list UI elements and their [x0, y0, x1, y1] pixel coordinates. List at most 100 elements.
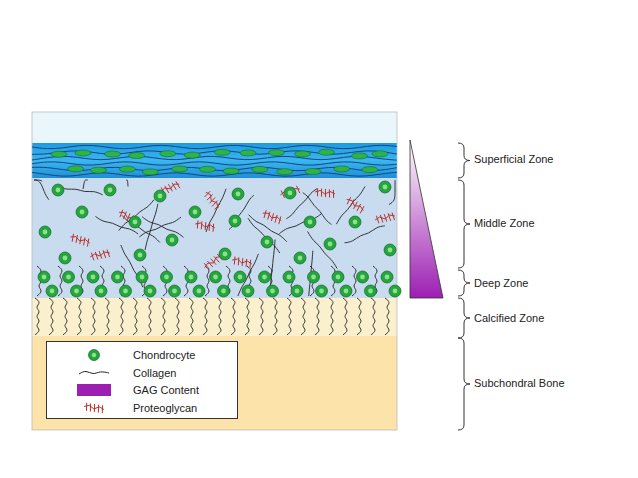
collagen-fiber [279, 214, 321, 234]
chondrocyte-body [87, 271, 99, 283]
chondrocyte-body [59, 252, 71, 264]
flattened-chondrocyte [51, 151, 67, 157]
collagen-fiber [32, 172, 397, 176]
chondrocyte-body [283, 271, 295, 283]
legend-text: GAG Content [133, 383, 199, 397]
chondrocyte [349, 216, 361, 228]
collagen-sample [79, 371, 109, 374]
calcified-fiber [371, 298, 375, 335]
zone-label: Superficial Zone [474, 153, 554, 166]
chondrocyte [381, 271, 393, 283]
chondrocyte [39, 226, 51, 238]
chondrocyte-body [381, 271, 393, 283]
chondrocyte-nucleus [189, 275, 194, 280]
chondrocyte [120, 285, 132, 297]
chondrocyte-body [189, 206, 201, 218]
chondrocyte-nucleus [197, 289, 202, 294]
zone-label: Deep Zone [474, 277, 528, 290]
chondrocyte-nucleus [80, 210, 85, 215]
flattened-chondrocyte [240, 150, 256, 156]
flattened-chondrocyte [223, 168, 239, 174]
calcified-fiber [161, 298, 165, 335]
collagen-fiber [344, 226, 384, 243]
chondrocyte-nucleus [344, 289, 349, 294]
chondrocyte-nucleus [270, 289, 275, 294]
chondrocyte [218, 285, 230, 297]
chondrocyte-nucleus [164, 275, 169, 280]
chondrocyte [38, 271, 50, 283]
chondrocyte-nucleus [265, 240, 270, 245]
calcified-fiber [77, 298, 81, 335]
chondrocyte-body [120, 285, 132, 297]
chondrocyte [210, 271, 222, 283]
chondrocyte-nucleus [319, 289, 324, 294]
flattened-chondrocyte [172, 166, 188, 172]
chondrocyte-body [384, 244, 396, 256]
proteoglycan [195, 221, 215, 232]
proteoglycan [205, 191, 221, 209]
chondrocyte [136, 271, 148, 283]
chondrocyte [169, 285, 181, 297]
chondrocyte-body [71, 285, 83, 297]
chondrocyte-nucleus [123, 289, 128, 294]
zone-bracket [458, 338, 470, 430]
chondrocyte-nucleus [172, 289, 177, 294]
chondrocyte-body [284, 187, 296, 199]
chondrocyte-body [259, 271, 271, 283]
chondrocyte-nucleus [393, 289, 398, 294]
chondrocyte [389, 285, 401, 297]
joint-space [32, 112, 397, 143]
middle-deep-band [32, 178, 397, 298]
flattened-chondrocyte [160, 151, 176, 157]
flattened-chondrocyte [75, 150, 91, 156]
collagen-fiber [126, 180, 128, 187]
chondrocyte-nucleus [63, 256, 68, 261]
chondrocyte [365, 285, 377, 297]
chondrocyte-body [357, 271, 369, 283]
chondrocyte-body [193, 285, 205, 297]
proteoglycan [315, 188, 335, 198]
chondrocyte-nucleus [383, 185, 388, 190]
chondrocyte-nucleus [246, 289, 251, 294]
chondrocyte-body [291, 285, 303, 297]
legend-swatch [77, 384, 111, 396]
chondrocyte [324, 238, 336, 250]
chondrocyte-body [242, 285, 254, 297]
chondrocyte [134, 249, 146, 261]
calcified-fiber [35, 298, 39, 335]
chondrocyte-nucleus [308, 220, 313, 225]
chondrocyte-nucleus [328, 242, 333, 247]
collagen-fiber [286, 189, 317, 219]
chondrocyte-nucleus [311, 275, 316, 280]
legend-symbol [77, 402, 111, 414]
calcified-fiber [91, 298, 95, 335]
chondrocyte-body [161, 271, 173, 283]
chondrocyte [219, 248, 231, 260]
chondrocyte-body [267, 285, 279, 297]
chondrocyte-nucleus [138, 253, 143, 258]
calcified-fiber [217, 298, 221, 335]
legend-box: ChondrocyteCollagenGAG ContentProteoglyc… [46, 341, 238, 419]
chondrocyte-body [112, 271, 124, 283]
calcified-fiber [259, 298, 263, 335]
calcified-fiber [315, 298, 319, 335]
chondrocyte [161, 271, 173, 283]
chondrocyte [104, 184, 116, 196]
chondrocyte-nucleus [368, 289, 373, 294]
chondrocyte-body [389, 285, 401, 297]
flattened-chondrocyte [294, 151, 310, 157]
chondrocyte [76, 206, 88, 218]
chondrocyte-nucleus [298, 256, 303, 261]
legend-text: Collagen [133, 366, 176, 380]
chondrocyte-nucleus [287, 275, 292, 280]
chondrocyte-body [308, 271, 320, 283]
chondrocyte-nucleus [140, 275, 145, 280]
flattened-chondrocyte [352, 153, 368, 159]
chondrocyte [340, 285, 352, 297]
flattened-chondrocyte [90, 167, 106, 173]
chondrocyte [261, 236, 273, 248]
chondrocyte-body [294, 252, 306, 264]
chondrocyte-body [136, 271, 148, 283]
collagen-fiber [229, 195, 254, 229]
chondrocyte [144, 285, 156, 297]
